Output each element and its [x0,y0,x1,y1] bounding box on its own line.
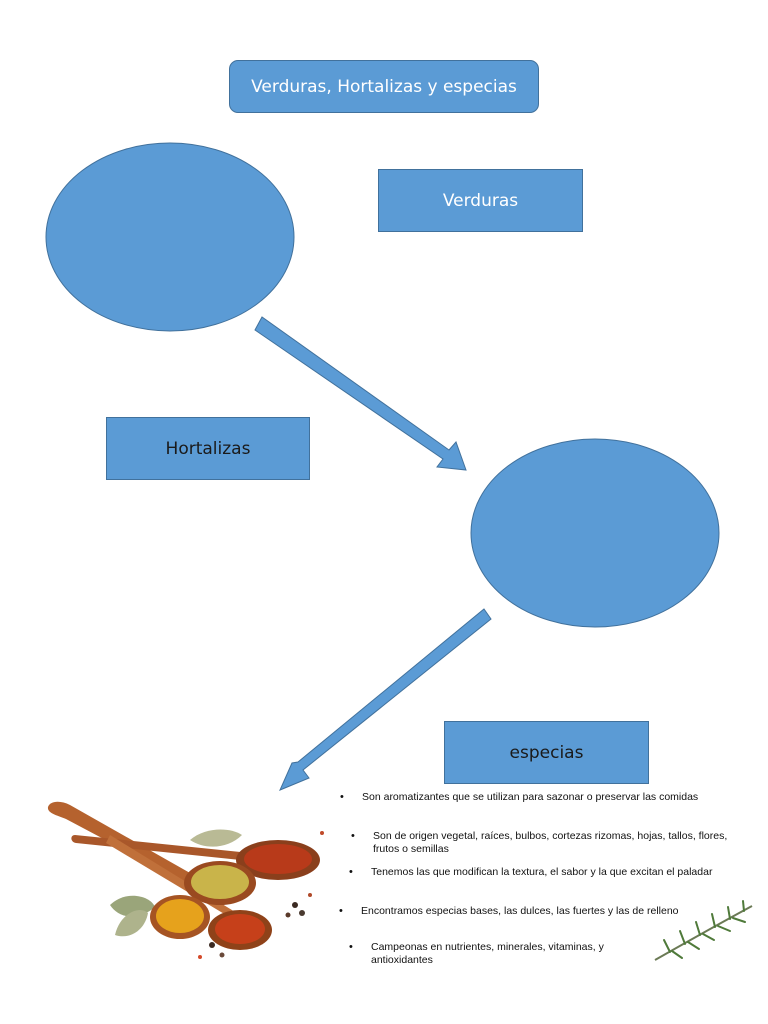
rosemary-sprig-illustration [654,900,753,961]
verduras-box: Verduras [378,169,583,232]
ellipse-top-left [45,142,295,332]
bullet-item: Encontramos especias bases, las dulces, … [339,905,691,918]
bullet-item: Campeonas en nutrientes, minerales, vita… [349,941,646,967]
arrow-down-left [279,608,492,791]
bullet-item: Tenemos las que modifican la textura, el… [349,866,716,879]
hortalizas-box: Hortalizas [106,417,310,480]
spice-spoons-illustration [47,801,324,959]
bullet-item: Son aromatizantes que se utilizan para s… [340,791,702,804]
arrow-down-right [254,316,467,471]
title-box: Verduras, Hortalizas y especias [229,60,539,113]
bullet-item: Son de origen vegetal, raíces, bulbos, c… [351,830,735,856]
ellipse-right [470,438,720,628]
especias-box: especias [444,721,649,784]
